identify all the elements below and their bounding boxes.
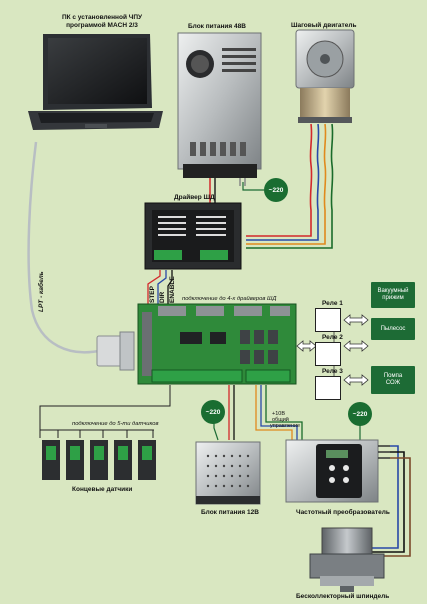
vacuum-cleaner-box: Пылесос [371,318,415,340]
spindle-label: Бесколлекторный шпиндель [296,593,390,600]
control-label: управление [270,423,301,429]
v10-label: +10В [272,411,285,417]
motor-wires [246,123,334,249]
psu48-ac-line [242,182,264,191]
lpt-cable [27,141,104,354]
relay-arrows [296,314,369,386]
pc-label: ПК с установленной ЧПУ программой MACH 2… [61,14,143,29]
laptop-pc [28,34,163,130]
relay-1 [315,308,341,332]
limit-sensors [42,440,156,480]
coolant-pump-box: Помпа СОЖ [371,366,415,394]
spindle [309,527,385,592]
relay1-label: Реле 1 [322,300,343,307]
sensor-bus [39,385,171,438]
vfd-label: Частотный преобразователь [296,509,390,516]
signal-wires [147,270,173,306]
psu12-ac-badge: ~220 [201,400,225,424]
lpt-cable-label: LPT - кабель [38,271,45,312]
power-wires [228,385,303,442]
psu48-label: Блок питания 48В [188,23,246,30]
psu-12v [195,441,261,505]
driver-label: Драйвер ШД [174,194,215,201]
step-label: STEP [149,286,156,303]
drivers-note: подключение до 4-х драйверов ШД [182,296,277,302]
enable-label: ENABLE [169,276,176,303]
relay-2 [315,342,341,366]
psu48-ac-badge: ~220 [264,178,288,202]
psu48-wires [209,178,246,204]
vfd-ac-badge: ~220 [348,402,372,426]
psu12-label: Блок питания 12В [201,509,259,516]
stepper-driver [144,202,242,270]
spindle-wires [372,445,411,557]
sensors-note: подключение до 5-ти датчиков [72,421,159,427]
limit-sensors-label: Концевые датчики [72,486,133,493]
stepper-motor [295,29,355,123]
relay2-label: Реле 2 [322,334,343,341]
psu-48v [177,32,262,178]
vacuum-clamp-box: Вакуумный прижим [371,282,415,308]
dir-label: DIR [159,291,166,303]
controller-board [137,303,297,385]
vfd [285,439,379,503]
common-label: общий [272,417,289,423]
relay3-label: Реле 3 [322,368,343,375]
relay-3 [315,376,341,400]
lpt-connector [96,331,135,371]
stepper-label: Шаговый двигатель [291,22,357,29]
